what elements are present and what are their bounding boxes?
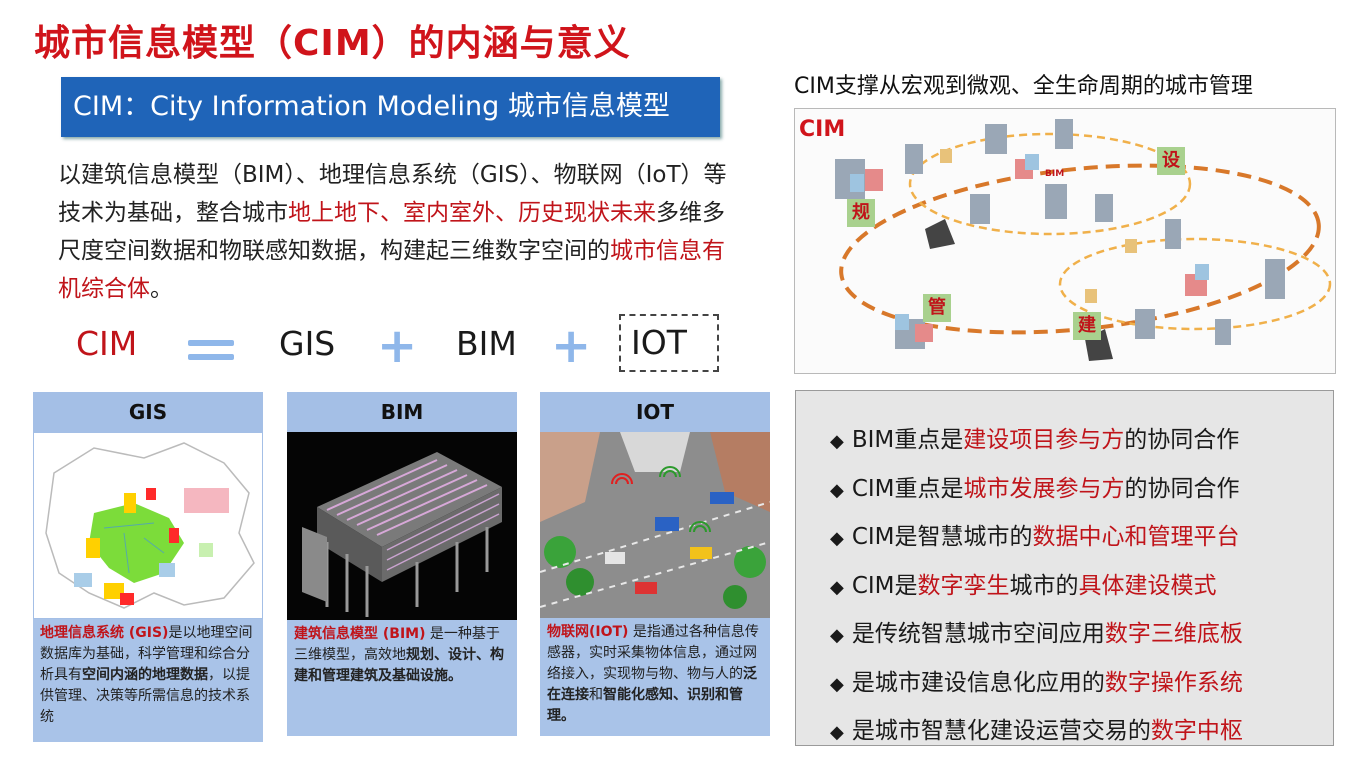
bim-card: BIM 建筑信息模型 (BIM) 是一种基于三维模型，高效地规划、设计、构建和管… (287, 392, 517, 736)
bim-card-description: 建筑信息模型 (BIM) 是一种基于三维模型，高效地规划、设计、构建和管理建筑及… (287, 620, 517, 736)
intro-text-2: 多维多尺度空间数据和物联感知数据，构建起三维数字空间的 (58, 200, 725, 264)
list-item: ◆ 是城市智慧化建设运营交易的数字中枢 (830, 708, 1333, 757)
iot-city-image (540, 432, 770, 618)
bim-desc-bold-1: 规划、设计、构建和管理 (294, 647, 504, 684)
stage-design-badge: 设 (1157, 147, 1185, 175)
bim-card-title: BIM (287, 392, 517, 432)
iot-card: IOT 物联网(IOT) 是指通过各种信息传感器，实时采集物体信息，通过网络接入… (540, 392, 770, 736)
iot-desc-text-1: 是指通过各种信息传感器，实时采集物体信息，通过网络接入，实现物与物、物与人的 (547, 624, 759, 682)
diamond-bullet-icon: ◆ (830, 479, 844, 501)
iot-card-title: IOT (540, 392, 770, 432)
list-item-text: 是城市智慧化建设运营交易的 (851, 718, 1151, 744)
diamond-bullet-icon: ◆ (830, 431, 844, 452)
list-item-text: CIM是 (851, 572, 918, 599)
gis-card: GIS 地理信息系统 (GIS)是以地理空间数据库为基础，科学管理和综合分析具有… (33, 392, 263, 742)
formula-bim: BIM (456, 324, 517, 363)
list-item-text: 是城市建设信息化应用的 (851, 669, 1105, 696)
intro-paragraph: 以建筑信息模型（BIM）、地理信息系统（GIS）、物联网（IoT）等技术为基础，… (58, 156, 728, 308)
intro-highlight-1: 地上地下、室内室外、历史现状未来 (288, 200, 656, 226)
iot-desc-bold-2: 智能化感知、识别和管理。 (547, 687, 743, 724)
bim-desc-bold-2: 建筑及基础设施。 (350, 668, 462, 684)
gis-card-title: GIS (33, 392, 263, 432)
stage-plan-badge: 规 (847, 199, 875, 227)
list-item-highlight: 数字操作系统 (1104, 669, 1243, 696)
list-item: ◆ 是城市建设信息化应用的数字操作系统 (830, 660, 1333, 709)
list-item: ◆ BIM重点是建设项目参与方的协同合作 (830, 417, 1333, 466)
bim-desc-term: 建筑信息模型 (BIM) (294, 626, 426, 642)
gis-desc-bold: 空间内涵的地理数据 (82, 667, 208, 683)
list-item-highlight: 数字中枢 (1150, 718, 1243, 744)
list-item-highlight: 建设项目参与方 (963, 427, 1125, 453)
bim-model-image (287, 432, 517, 620)
bim-tag: BIM (1045, 169, 1065, 179)
intro-text-3: 。 (150, 276, 173, 302)
list-item: ◆ CIM是数字孪生城市的具体建设模式 (830, 563, 1333, 612)
plus-icon: + (377, 318, 418, 374)
cim-diagram-caption: CIM支撑从宏观到微观、全生命周期的城市管理 (794, 74, 1253, 99)
list-item-highlight: 具体建设模式 (1078, 572, 1217, 599)
bim-desc-text-1: 是一种基于三维模型，高效地 (294, 626, 500, 663)
list-item: ◆ CIM重点是城市发展参与方的协同合作 (830, 466, 1333, 515)
formula-iot: IOT (619, 314, 719, 372)
list-item-text: 城市的 (1009, 572, 1079, 599)
list-item-text: BIM重点是 (851, 427, 964, 453)
gis-desc-term: 地理信息系统 (GIS) (40, 625, 169, 641)
list-item-text: CIM重点是 (851, 475, 964, 502)
diamond-bullet-icon: ◆ (830, 528, 844, 549)
cim-diagram-label: CIM (799, 117, 846, 142)
plus-icon: + (551, 318, 592, 374)
list-item-highlight: 数字孪生 (917, 572, 1010, 599)
gis-desc-text-2: ，以提供管理、决策等所需信息的技术系统 (40, 667, 250, 725)
formula-gis: GIS (279, 324, 336, 363)
list-item-text: 的协同合作 (1124, 475, 1240, 502)
diamond-bullet-icon: ◆ (830, 673, 844, 695)
page-title: 城市信息模型（CIM）的内涵与意义 (34, 23, 631, 64)
diamond-bullet-icon: ◆ (830, 722, 844, 743)
list-item: ◆ 是传统智慧城市空间应用数字三维底板 (830, 611, 1333, 660)
iot-card-description: 物联网(IOT) 是指通过各种信息传感器，实时采集物体信息，通过网络接入，实现物… (540, 618, 770, 736)
stage-build-badge: 建 (1073, 312, 1101, 340)
intro-text-1: 以建筑信息模型（BIM）、地理信息系统（GIS）、物联网（IoT）等技术为基础，… (58, 162, 727, 226)
cim-formula: CIM GIS + BIM + IOT (0, 314, 740, 380)
gis-map-image (33, 432, 263, 619)
gis-desc-text-1: 是以地理空间数据库为基础，科学管理和综合分析具有 (40, 625, 253, 683)
subtitle-bar: CIM：City Information Modeling 城市信息模型 (61, 77, 720, 137)
iot-desc-text-2: 和 (589, 687, 603, 703)
formula-cim: CIM (76, 324, 138, 363)
gis-card-description: 地理信息系统 (GIS)是以地理空间数据库为基础，科学管理和综合分析具有空间内涵… (33, 619, 263, 742)
list-item-highlight: 数字三维底板 (1104, 621, 1243, 647)
list-item-highlight: 数据中心和管理平台 (1032, 524, 1240, 550)
intro-highlight-2: 城市信息有机综合体 (58, 238, 725, 302)
diamond-bullet-icon: ◆ (830, 576, 844, 598)
diamond-bullet-icon: ◆ (830, 625, 844, 646)
stage-manage-badge: 管 (923, 294, 951, 322)
equals-icon (188, 340, 234, 368)
list-item-highlight: 城市发展参与方 (963, 475, 1125, 502)
list-item-text: 是传统智慧城市空间应用 (851, 621, 1105, 647)
iot-desc-term: 物联网(IOT) (547, 624, 629, 640)
iot-desc-bold-1: 泛在连接 (547, 666, 757, 703)
list-item-text: CIM是智慧城市的 (851, 524, 1033, 550)
cim-significance-list: ◆BIM重点是建设项目参与方的协同合作 ◆CIM重点是城市发展参与方的协同合作 … (795, 390, 1334, 746)
cim-lifecycle-diagram: CIM 规 设 管 建 BIM (794, 108, 1336, 374)
list-item: ◆ CIM是智慧城市的数据中心和管理平台 (830, 514, 1333, 563)
list-item-text: 的协同合作 (1124, 427, 1240, 453)
